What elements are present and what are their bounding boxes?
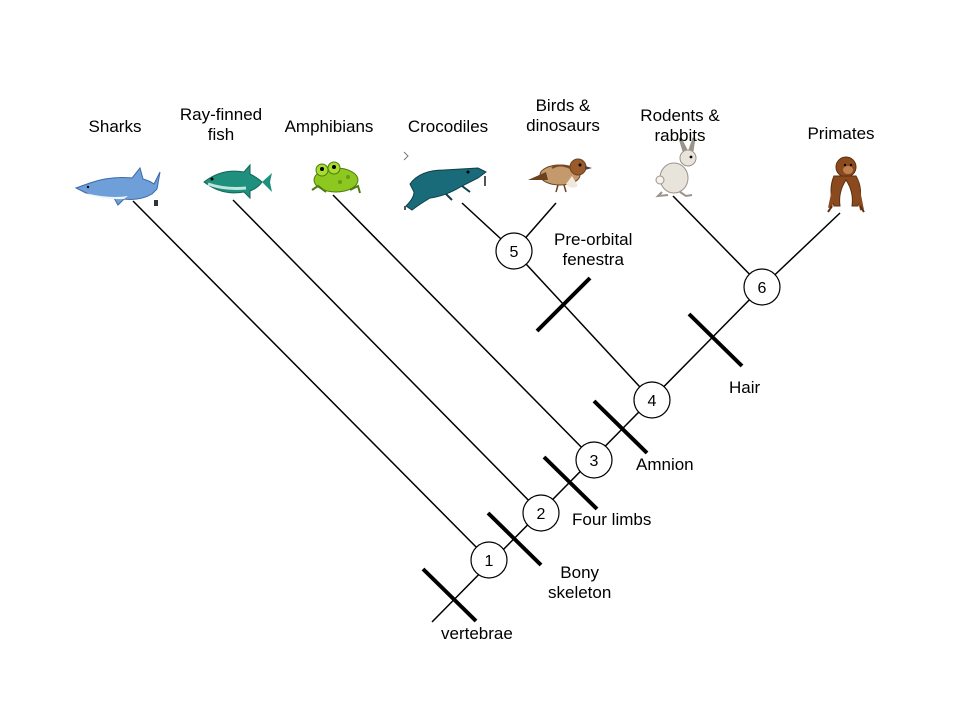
rabbit-icon	[655, 137, 697, 198]
tick-amnion	[592, 399, 649, 455]
branch-fish	[232, 199, 542, 514]
node-5-label: 5	[510, 244, 519, 261]
node-2: 2	[522, 494, 560, 532]
node-6-label: 6	[758, 280, 767, 297]
bird-icon	[528, 158, 592, 193]
node-5: 5	[495, 232, 533, 270]
frog-icon	[311, 161, 361, 194]
monkey-icon	[827, 156, 865, 213]
tick-four-limbs	[542, 455, 599, 511]
taxon-label-primates: Primates	[807, 124, 875, 143]
node-3: 3	[575, 441, 613, 479]
tick-pre-orbital-fenestra	[535, 276, 592, 333]
trait-label-pre-orbital-fenestra: Pre-orbital fenestra	[554, 230, 633, 269]
taxon-label-rodents-rabbits: Rodents & rabbits	[640, 106, 720, 145]
node-1: 1	[470, 541, 508, 579]
node-1-label: 1	[485, 553, 494, 570]
node-4-label: 4	[648, 393, 657, 410]
taxon-label-crocodiles: Crocodiles	[407, 117, 489, 136]
fish-icon	[203, 163, 272, 200]
taxon-label-ray-finned-fish: Ray-finned fish	[179, 105, 263, 144]
branch-node5	[513, 250, 653, 401]
nodes: 1 2 3 4 5 6	[470, 232, 781, 579]
taxon-label-birds-dinosaurs: Birds & dinosaurs	[526, 96, 600, 135]
tick-vertebrae	[421, 567, 478, 623]
crocodile-icon	[403, 151, 487, 211]
node-4: 4	[633, 381, 671, 419]
trait-label-vertebrae: vertebrae	[441, 624, 513, 643]
branch-amphibians	[332, 194, 595, 461]
tick-bony-skeleton	[486, 511, 543, 567]
branch-rodents	[672, 195, 763, 288]
node-6: 6	[743, 268, 781, 306]
trait-label-hair: Hair	[729, 378, 761, 397]
trait-label-bony-skeleton: Bony skeleton	[548, 563, 612, 602]
node-2-label: 2	[537, 506, 546, 523]
trait-ticks	[421, 276, 744, 623]
taxon-label-amphibians: Amphibians	[284, 117, 374, 136]
node-3-label: 3	[590, 453, 599, 470]
trait-label-four-limbs: Four limbs	[572, 510, 652, 529]
tick-hair	[687, 312, 744, 368]
shark-icon	[74, 166, 161, 206]
trait-label-amnion: Amnion	[636, 455, 694, 474]
taxon-label-sharks: Sharks	[88, 117, 142, 136]
branch-sharks	[132, 200, 490, 561]
